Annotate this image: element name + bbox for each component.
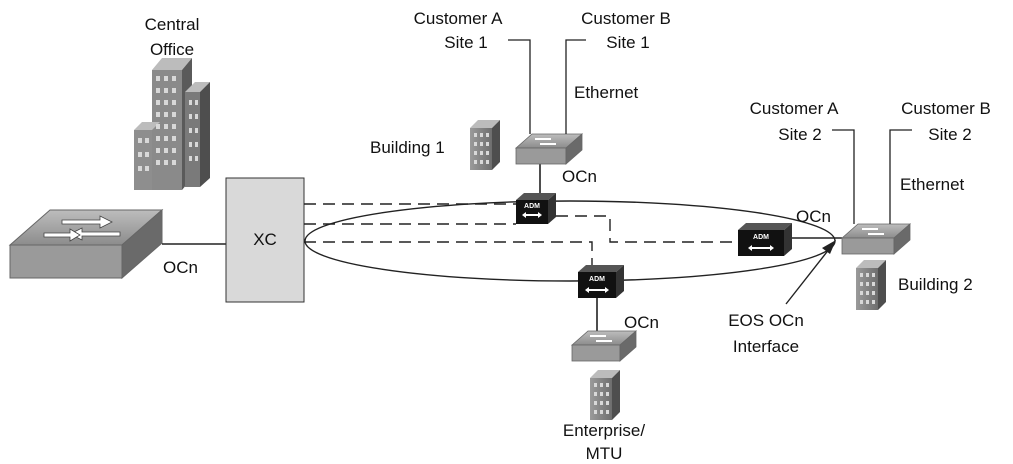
- switch-top-icon: [514, 133, 584, 165]
- customer-a-site1-line2: Site 1: [444, 33, 487, 52]
- xc-label: XC: [253, 230, 277, 249]
- central-office-label-line2: Office: [150, 40, 194, 59]
- customer-b-site1-line2: Site 1: [606, 33, 649, 52]
- dashed-circuits: [304, 203, 738, 272]
- customer-a-site1-line1: Customer A: [414, 9, 503, 28]
- customer-b-site2-line1: Customer B: [901, 99, 991, 118]
- ocn-right-label: OCn: [796, 207, 831, 226]
- customer-b-site1-line1: Customer B: [581, 9, 671, 28]
- building2-label: Building 2: [898, 275, 973, 294]
- adm-right-icon: ADM: [738, 223, 792, 256]
- customer-a-site2-line2: Site 2: [778, 125, 821, 144]
- central-office-icon: [134, 58, 210, 190]
- switch-right-icon: [840, 223, 912, 255]
- right-customer-leaders: [832, 129, 912, 224]
- ocn-bottom-label: OCn: [624, 313, 659, 332]
- central-office-label-line1: Central: [145, 15, 200, 34]
- ethernet-top-label: Ethernet: [574, 83, 639, 102]
- building2-icon: [856, 260, 886, 310]
- adm-bottom-icon: ADM: [578, 265, 624, 298]
- xc-cross-connect-box: [225, 177, 305, 303]
- building1-label: Building 1: [370, 138, 445, 157]
- top-customer-leaders: [508, 39, 586, 134]
- enterprise-label-line2: MTU: [586, 444, 623, 463]
- adm-top-label: ADM: [524, 203, 540, 210]
- adm-bottom-label: ADM: [589, 276, 605, 283]
- core-switch-icon: [8, 208, 164, 280]
- customer-b-site2-line2: Site 2: [928, 125, 971, 144]
- eos-label-line1: EOS OCn: [728, 311, 804, 330]
- ocn-top-label: OCn: [562, 167, 597, 186]
- ocn-left-label: OCn: [163, 258, 198, 277]
- customer-a-site2-line1: Customer A: [750, 99, 839, 118]
- enterprise-label-line1: Enterprise/: [563, 421, 645, 440]
- adm-top-icon: ADM: [516, 193, 556, 224]
- eos-interface-arrow: [785, 240, 836, 305]
- eos-label-line2: Interface: [733, 337, 799, 356]
- switch-bottom-icon: [570, 330, 638, 362]
- building1-icon: [470, 120, 500, 170]
- adm-right-label: ADM: [753, 234, 769, 241]
- enterprise-building-icon: [590, 370, 620, 420]
- ethernet-right-label: Ethernet: [900, 175, 965, 194]
